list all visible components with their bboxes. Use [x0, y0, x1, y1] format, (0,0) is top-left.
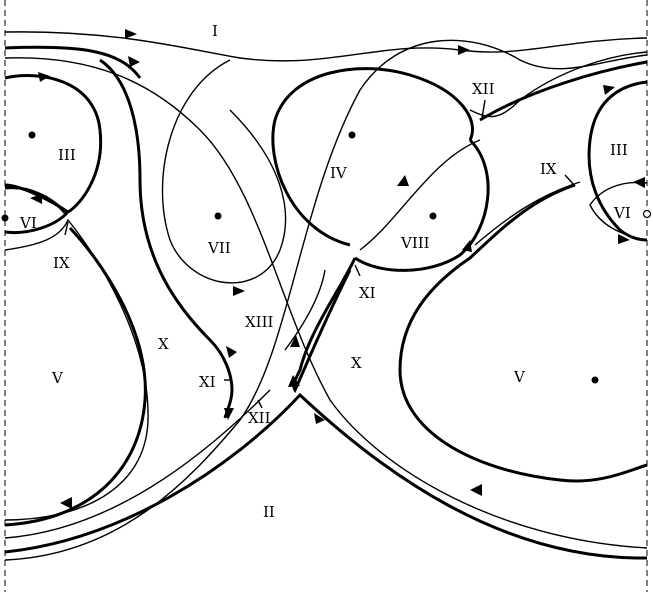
orbit-right-V-inner	[474, 181, 581, 246]
top-outer-orbit	[4, 31, 648, 62]
diagonal-orbit-up	[4, 39, 648, 561]
label-XI-right: XI	[359, 284, 376, 302]
arrow-top-thick	[128, 56, 140, 67]
label-X-left: X	[158, 335, 169, 353]
arrow-V-right	[470, 484, 482, 496]
orbit-IV	[271, 67, 474, 247]
separatrix-right-V	[398, 183, 648, 483]
label-I: I	[212, 22, 218, 40]
label-X-right: X	[351, 354, 362, 372]
separatrix-X-left	[99, 58, 234, 419]
arrow-top-2	[458, 45, 470, 55]
diagonal-orbit-down	[4, 57, 648, 549]
label-V-right: V	[513, 368, 526, 386]
arrow-IV	[397, 175, 409, 186]
orbit-right-XII	[469, 51, 648, 118]
label-III-left: III	[58, 146, 76, 164]
label-XII-bottom: XII	[248, 409, 271, 427]
leader-IX-left	[64, 221, 69, 236]
arrow-VI-right-bottom	[618, 234, 630, 244]
leader-XI-right	[354, 264, 361, 277]
label-V-left: V	[51, 369, 64, 387]
label-XI-left: XI	[199, 373, 216, 391]
orbit-XIII	[284, 269, 326, 351]
equilibrium-V-right	[591, 376, 599, 384]
label-II: II	[263, 503, 275, 521]
leader-XII-bottom	[257, 399, 263, 409]
leader-lines	[64, 99, 576, 409]
arrow-XI-center	[288, 375, 300, 387]
arrow-VIII	[462, 240, 472, 252]
flow-arrows	[30, 29, 645, 509]
equilibrium-VII	[214, 212, 222, 220]
arrow-III-left	[38, 72, 50, 82]
orbit-VIII	[354, 138, 490, 272]
arrow-XIII-up	[290, 335, 300, 347]
arrow-top-1	[125, 29, 137, 39]
separatrix-left-VI	[4, 186, 69, 235]
orbit-left-V	[4, 218, 149, 521]
label-VIII: VIII	[400, 234, 430, 252]
orbit-III-left	[4, 74, 103, 214]
equilibrium-IV	[348, 131, 356, 139]
arrow-VI-left	[30, 194, 42, 204]
label-IX-left: IX	[53, 254, 70, 272]
arrow-XII-left	[224, 408, 234, 420]
equilibrium-III-left	[28, 131, 36, 139]
separatrix-right-upper	[479, 60, 648, 122]
leader-XII-top	[481, 99, 486, 119]
arrow-III-right	[603, 85, 615, 95]
orbit-VII	[161, 59, 287, 284]
top-separatrix	[4, 45, 142, 79]
arrow-V-left	[60, 497, 72, 509]
inner-orbit-IV	[359, 139, 481, 251]
label-VI-left: VI	[19, 214, 37, 232]
arrow-VI-right	[633, 177, 645, 188]
label-VII: VII	[207, 239, 231, 257]
label-VI-right: VI	[613, 204, 631, 222]
arrow-bottom-diag	[314, 413, 325, 424]
separatrix-left-V	[4, 226, 147, 527]
bottom-separatrix-outer	[4, 392, 648, 560]
orbit-VI-right	[589, 181, 648, 241]
arrow-VII	[233, 286, 245, 296]
label-XIII: XIII	[245, 313, 274, 331]
label-XII-top: XII	[472, 80, 495, 98]
equilibrium-VI-right	[642, 209, 652, 219]
equilibrium-VIII	[429, 212, 437, 220]
arrow-XIII-down	[226, 346, 237, 358]
label-III-right: III	[610, 141, 628, 159]
label-IX-right: IX	[540, 160, 557, 178]
label-IV: IV	[330, 164, 348, 182]
equilibrium-VI-left	[1, 214, 9, 222]
leader-IX-right	[564, 174, 576, 187]
